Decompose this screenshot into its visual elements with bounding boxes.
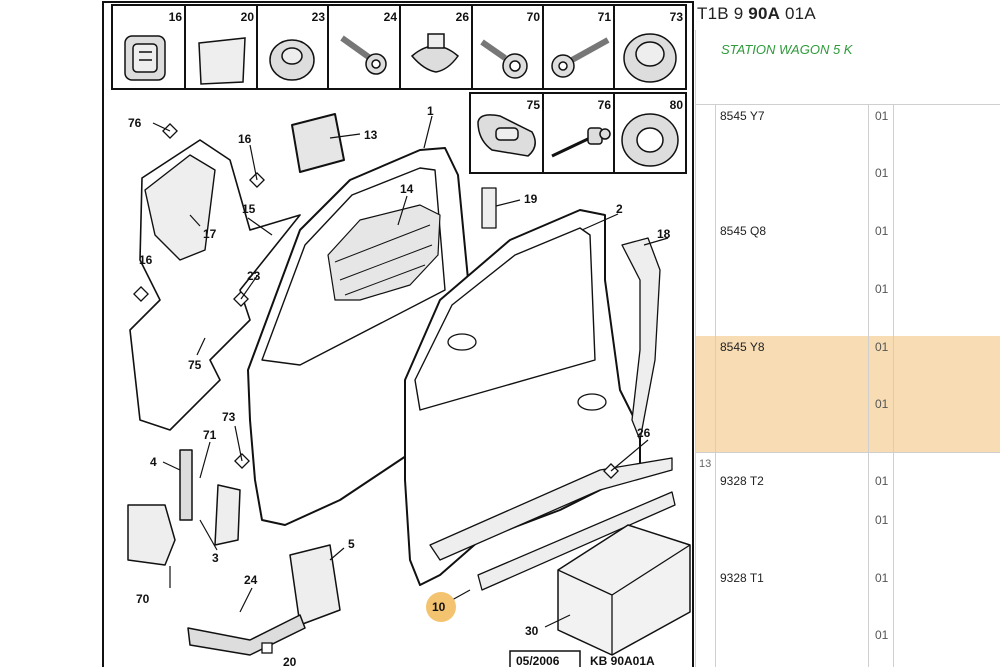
flange-bolt-icon <box>480 39 528 79</box>
section-number: 13 <box>699 458 712 470</box>
callout-71: 71 <box>203 428 217 442</box>
legend-num-70: 70 <box>527 10 541 24</box>
legend-num-24: 24 <box>384 10 398 24</box>
highlighted-row <box>695 336 1000 452</box>
bolt-icon <box>340 35 387 75</box>
callout-1: 1 <box>427 104 434 118</box>
callout-23: 23 <box>247 269 261 283</box>
catalog-header: T1B 9 90A 01A <box>697 4 816 23</box>
highlight-marker <box>426 592 456 622</box>
part-ref[interactable]: 8545 Y7 <box>720 109 765 123</box>
callout-75: 75 <box>188 358 202 372</box>
callout-18: 18 <box>657 227 671 241</box>
callout-5: 5 <box>348 537 355 551</box>
callout-24: 24 <box>244 573 258 587</box>
pin-rivet-icon <box>551 127 611 158</box>
part-qty: 01 <box>875 628 889 642</box>
part-qty: 01 <box>875 340 889 354</box>
clip-icon <box>410 33 460 73</box>
part-qty: 01 <box>875 571 889 585</box>
callout-17: 17 <box>203 227 217 241</box>
callout-15: 15 <box>242 202 256 216</box>
part-qty: 01 <box>875 109 889 123</box>
legend-num-76: 76 <box>598 98 612 112</box>
vehicle-model: STATION WAGON 5 K <box>721 42 853 57</box>
legend-num-26: 26 <box>456 10 470 24</box>
oval-clip-icon <box>477 114 536 157</box>
part-qty: 01 <box>875 474 889 488</box>
callout-30: 30 <box>525 624 539 638</box>
legend-num-71: 71 <box>598 10 612 24</box>
part-qty: 01 <box>875 166 889 180</box>
part-ref[interactable]: 9328 T2 <box>720 474 764 488</box>
ring-grommet-icon <box>621 113 679 167</box>
legend-num-73: 73 <box>670 10 684 24</box>
legend-num-23: 23 <box>312 10 326 24</box>
parts-legend <box>111 4 687 174</box>
legend-num-75: 75 <box>527 98 541 112</box>
adhesive-pad-icon <box>198 37 246 85</box>
callout-14: 14 <box>400 182 414 196</box>
door-assembly-drawing <box>127 113 691 656</box>
callout-20: 20 <box>283 655 297 667</box>
callout-76: 76 <box>128 116 142 130</box>
callout-19: 19 <box>524 192 538 206</box>
parts-catalog-panel: T1B 9 90A 01A STATION WAGON 5 K 13 8545 … <box>695 0 1000 667</box>
callout-13: 13 <box>364 128 378 142</box>
part-ref[interactable]: 8545 Q8 <box>720 224 767 238</box>
callout-16b: 16 <box>139 253 153 267</box>
footer-date: 05/2006 <box>516 654 560 667</box>
part-ref[interactable]: 9328 T1 <box>720 571 764 585</box>
callout-2: 2 <box>616 202 623 216</box>
part-qty: 01 <box>875 282 889 296</box>
callout-73: 73 <box>222 410 236 424</box>
round-plug-icon <box>269 39 315 81</box>
footer-code: KB 90A01A <box>590 654 655 667</box>
legend-num-20: 20 <box>241 10 255 24</box>
screw-washer-icon <box>551 37 610 78</box>
part-qty: 01 <box>875 224 889 238</box>
part-qty: 01 <box>875 397 889 411</box>
legend-num-80: 80 <box>670 98 684 112</box>
callout-70: 70 <box>136 592 150 606</box>
callout-16: 16 <box>238 132 252 146</box>
callout-3: 3 <box>212 551 219 565</box>
grommet-cap-icon <box>623 33 677 83</box>
legend-num-16: 16 <box>169 10 183 24</box>
callout-10: 10 <box>432 600 446 614</box>
callout-4: 4 <box>150 455 157 469</box>
part-qty: 01 <box>875 513 889 527</box>
callout-26: 26 <box>637 426 651 440</box>
door-plug-icon <box>124 35 166 81</box>
part-ref[interactable]: 8545 Y8 <box>720 340 765 354</box>
